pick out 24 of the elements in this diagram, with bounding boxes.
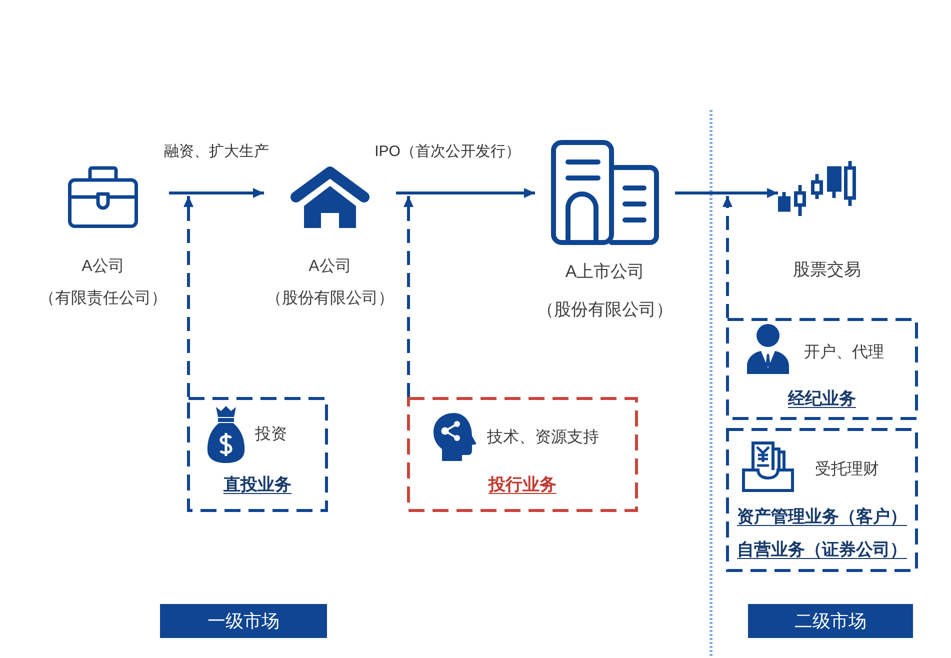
node-title: 股票交易 <box>793 259 861 281</box>
node-subtitle: （股份有限公司） <box>537 299 673 321</box>
arrow <box>396 188 535 198</box>
arrow <box>675 188 778 198</box>
business-title: 投行业务 <box>488 474 556 496</box>
caption-text: 受托理财 <box>815 460 879 480</box>
node-subtitle: （股份有限公司） <box>266 289 394 309</box>
node-subtitle: （有限责任公司） <box>39 288 167 309</box>
dashed-arrow <box>404 196 414 397</box>
caption-text: 开户、代理 <box>804 342 884 363</box>
dashed-arrow <box>184 196 194 397</box>
market-banner: 一级市场 <box>160 604 327 638</box>
business-title: 经纪业务 <box>788 388 856 410</box>
node-title: A公司 <box>82 257 124 277</box>
business-title: 自营业务（证券公司） <box>737 539 907 561</box>
caption-text: 技术、资源支持 <box>487 428 599 448</box>
market-banner: 二级市场 <box>748 604 913 638</box>
caption-text: 投资 <box>255 425 287 445</box>
dashed-arrow <box>722 196 732 318</box>
node-title: A公司 <box>308 257 352 277</box>
business-title: 资产管理业务（客户） <box>737 506 907 528</box>
node-title: A上市公司 <box>565 261 645 283</box>
arrow <box>169 188 264 198</box>
business-title: 直投业务 <box>224 474 292 496</box>
